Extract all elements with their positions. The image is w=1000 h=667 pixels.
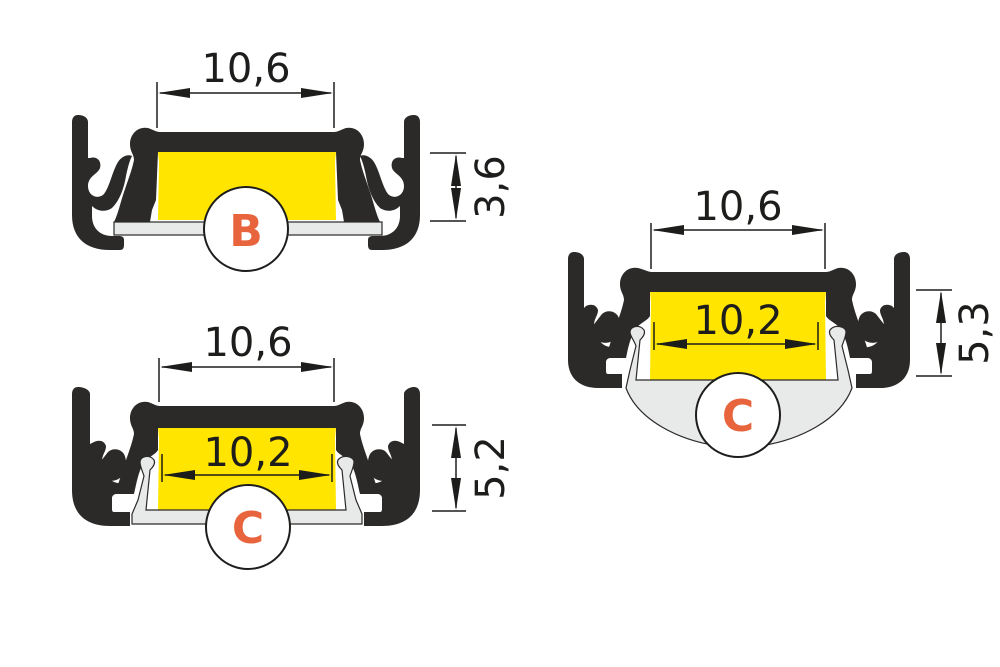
profile-c-flat-width-arrow-left: [160, 362, 192, 372]
profile-b-badge-letter: B: [229, 206, 263, 257]
profile-b-width-arrow-right: [301, 88, 333, 98]
profile-c-round-width-arrow-left: [652, 225, 684, 235]
profile-c-flat-top-bar: [114, 401, 380, 494]
profile-c-round-led-arrow-left: [655, 339, 687, 349]
profile-c-flat-width-label: 10,6: [203, 320, 292, 366]
profile-b: 10,6 3,6 B: [72, 46, 514, 272]
profile-c-round-width-arrow-right: [792, 225, 824, 235]
profile-c-round-height-arrow-top: [936, 291, 946, 323]
profile-b-width-arrow-left: [158, 88, 190, 98]
profile-b-top-bar: [114, 127, 380, 222]
profile-b-height-arrow-top: [451, 154, 461, 186]
profile-c-round-badge-letter: C: [722, 391, 754, 442]
profile-c-flat-right-wall: [364, 387, 420, 526]
profile-c-flat-height-label: 5,2: [468, 436, 514, 500]
profile-b-left-wall: [72, 115, 132, 250]
profile-c-round-height-arrow-bottom: [936, 343, 946, 375]
profile-c-round: 10,6 10,2 5,3 C: [568, 184, 998, 458]
profile-c-round-height-label: 5,3: [952, 301, 998, 365]
profile-c-round-width-label: 10,6: [693, 184, 782, 230]
profile-c-flat-led-arrow-left: [163, 470, 195, 480]
profile-c-round-badge: [695, 372, 781, 458]
profile-c-flat-led-arrow-right: [299, 470, 331, 480]
profile-c-flat-left-wall: [72, 387, 130, 526]
profile-c-round-led-arrow-right: [785, 339, 817, 349]
profile-c-flat-width-arrow-right: [301, 362, 333, 372]
profile-c-flat-badge: [205, 484, 291, 570]
profile-b-right-wall: [360, 115, 420, 250]
profile-c-flat-led-label: 10,2: [203, 430, 292, 476]
profile-c-round-left-wall: [568, 252, 622, 388]
profile-b-led-strip: [158, 152, 336, 220]
profile-b-badge: [203, 186, 289, 272]
profile-b-height-label: 3,6: [468, 155, 514, 219]
profile-c-flat-height-arrow-top: [451, 426, 461, 458]
profile-c-round-led-label: 10,2: [693, 298, 782, 344]
profile-c-round-right-wall: [856, 252, 910, 388]
profile-b-height-arrow-bottom: [451, 188, 461, 220]
profile-c-flat-led-strip: [158, 428, 336, 510]
profile-b-width-label: 10,6: [201, 46, 290, 92]
profile-c-flat-badge-letter: C: [232, 503, 264, 554]
profile-c-round-led-strip: [650, 292, 826, 380]
profile-c-flat: 10,6 10,2 5,2 C: [72, 320, 514, 570]
profile-c-round-top-bar: [606, 267, 870, 358]
profile-c-flat-height-arrow-bottom: [451, 478, 461, 510]
